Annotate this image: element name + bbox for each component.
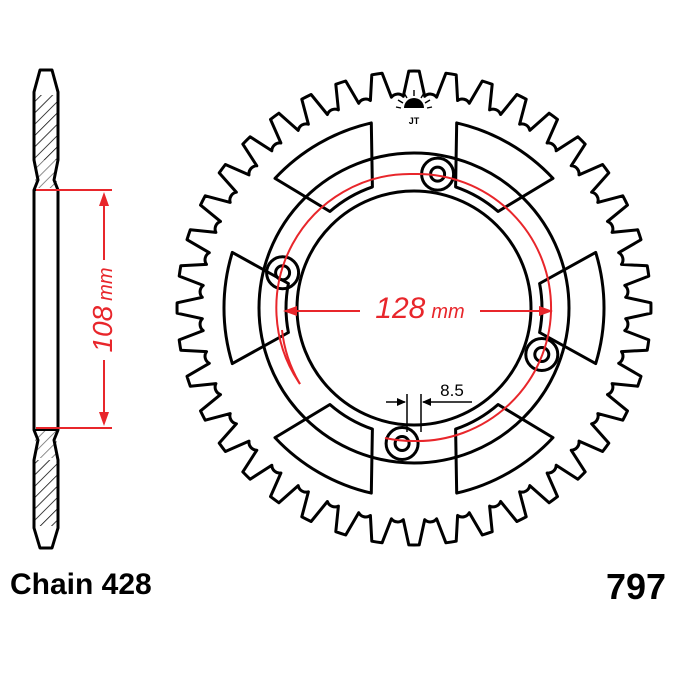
lightening-cutout [454, 121, 555, 213]
side-hatch-top [35, 95, 57, 160]
svg-text:108mm: 108 mm [87, 267, 118, 352]
lightening-cutout [222, 250, 290, 366]
side-hatch-bottom [35, 460, 57, 526]
height-dimension-value: 108 [87, 305, 118, 352]
sprocket-inner-ring [257, 151, 571, 465]
height-dimension: 108 mm [36, 189, 118, 429]
svg-text:JT: JT [409, 116, 420, 126]
bolt-hole [393, 435, 411, 452]
lightening-cutout [273, 121, 374, 213]
pcd-dimension-value: 128 [375, 292, 425, 325]
side-hatch-bottom-neck [35, 430, 57, 458]
sprocket-teeth-outline [175, 69, 653, 547]
pcd-dimension: 128 mm [275, 172, 553, 443]
bolt-hole-dimension-value: 8.5 [440, 381, 464, 400]
bolt-hole-boss [265, 255, 301, 291]
height-dimension-unit: mm [95, 267, 117, 300]
bolt-hole-boss [384, 426, 420, 461]
side-hatch-top-neck [35, 160, 57, 188]
sun-logo-icon: JT [395, 90, 433, 126]
lightening-cutout [273, 403, 374, 495]
bolt-hole-boss [524, 337, 560, 372]
chain-size-label: Chain 428 [10, 568, 152, 601]
part-number-label: 797 [606, 566, 667, 607]
pcd-dimension-unit: mm [431, 301, 464, 323]
bolt-hole-dimension: 8.5 [386, 381, 472, 432]
side-profile-view [32, 68, 60, 550]
bolt-hole [533, 346, 551, 363]
lightening-cutout [538, 250, 606, 366]
lightening-cutout [454, 403, 555, 495]
